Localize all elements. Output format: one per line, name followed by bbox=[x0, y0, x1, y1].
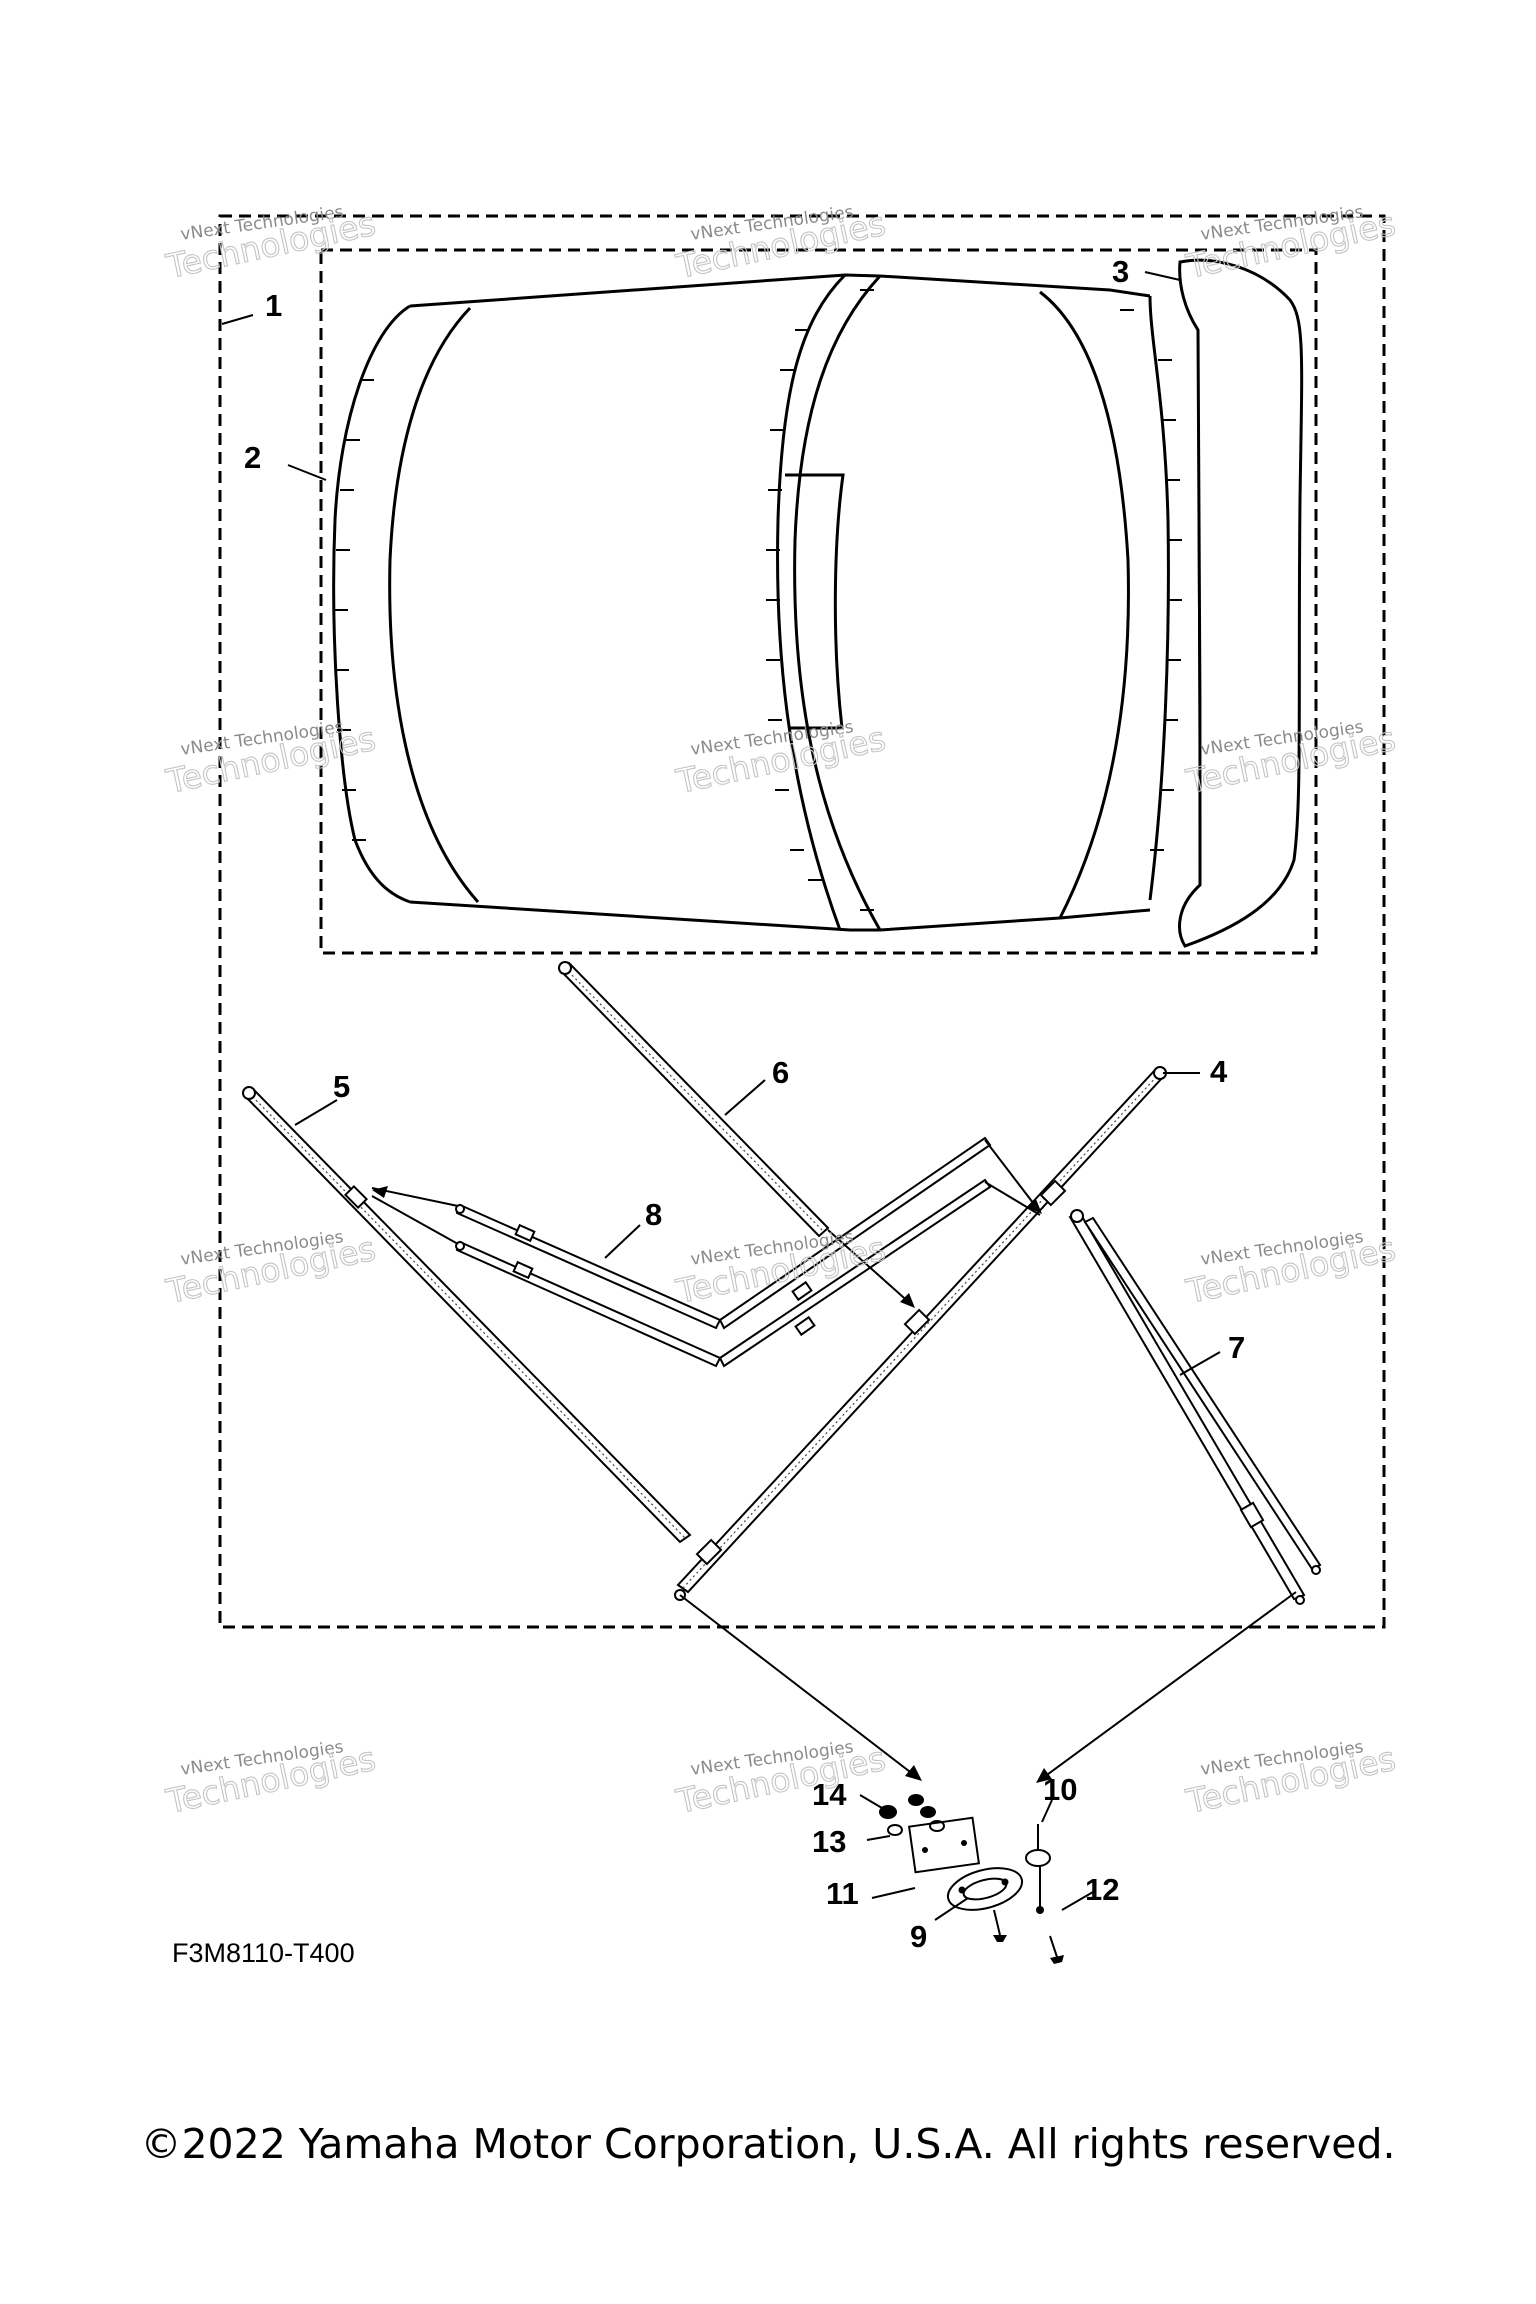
callout-2: 2 bbox=[244, 440, 261, 475]
callout-11: 11 bbox=[826, 1876, 859, 1911]
callout-3: 3 bbox=[1112, 254, 1129, 289]
callout-leaders bbox=[221, 271, 1221, 1921]
callout-14: 14 bbox=[812, 1777, 847, 1812]
base-fitting-drawing bbox=[679, 1591, 1297, 1964]
callout-8: 8 bbox=[645, 1197, 662, 1232]
callout-10: 10 bbox=[1043, 1772, 1077, 1807]
boot-drawing bbox=[1178, 258, 1304, 948]
callout-7: 7 bbox=[1228, 1330, 1245, 1365]
callout-13: 13 bbox=[812, 1824, 846, 1859]
drawing-code: F3M8110-T400 bbox=[172, 1938, 355, 1968]
canvas-box-outline bbox=[319, 248, 1318, 955]
callout-5: 5 bbox=[333, 1069, 350, 1104]
frame-drawing bbox=[242, 961, 1322, 1605]
callout-1: 1 bbox=[265, 288, 282, 323]
assembly-box-outline bbox=[218, 214, 1386, 1629]
callout-4: 4 bbox=[1210, 1054, 1228, 1089]
callout-6: 6 bbox=[772, 1055, 789, 1090]
canvas-top-drawing bbox=[332, 273, 1182, 932]
watermark: vNext Technologies Technologies vNext Te… bbox=[162, 202, 1400, 1822]
callout-12: 12 bbox=[1085, 1872, 1119, 1907]
copyright-notice: ©2022 Yamaha Motor Corporation, U.S.A. A… bbox=[140, 2120, 1396, 2168]
callout-9: 9 bbox=[910, 1919, 927, 1954]
